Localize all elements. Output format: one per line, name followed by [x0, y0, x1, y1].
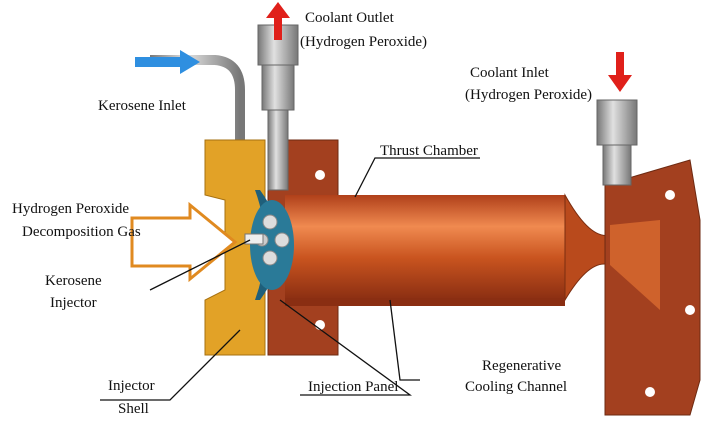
label-coolant-inlet-sub: (Hydrogen Peroxide): [465, 87, 592, 103]
thrust-chamber-body: [285, 195, 565, 300]
label-injector-shell-1: Injector: [108, 378, 155, 394]
coolant-outlet-arrow: [266, 2, 290, 40]
label-kerosene-inlet: Kerosene Inlet: [98, 98, 187, 114]
kerosene-injector: [244, 233, 264, 245]
coolant-inlet-fitting: [596, 99, 638, 146]
label-regen-2: Cooling Channel: [465, 379, 567, 395]
coolant-inlet-arrow: [608, 52, 632, 92]
label-injector-shell-2: Shell: [118, 401, 149, 417]
label-coolant-outlet: Coolant Outlet: [305, 10, 395, 26]
kerosene-inlet-pipe: [150, 55, 245, 140]
label-decomp-gas-2: Decomposition Gas: [22, 224, 141, 240]
kerosene-flow-arrow: [135, 50, 200, 74]
label-kerosene-injector-1: Kerosene: [45, 273, 102, 289]
label-kerosene-injector-2: Injector: [50, 295, 97, 311]
label-thrust-chamber: Thrust Chamber: [380, 143, 478, 159]
label-coolant-inlet: Coolant Inlet: [470, 65, 550, 81]
decomposition-gas-arrow: [130, 201, 238, 283]
label-regen-1: Regenerative: [482, 358, 561, 374]
label-decomp-gas-1: Hydrogen Peroxide: [12, 201, 129, 217]
label-coolant-outlet-sub: (Hydrogen Peroxide): [300, 34, 427, 50]
label-injection-panel: Injection Panel: [308, 379, 398, 395]
